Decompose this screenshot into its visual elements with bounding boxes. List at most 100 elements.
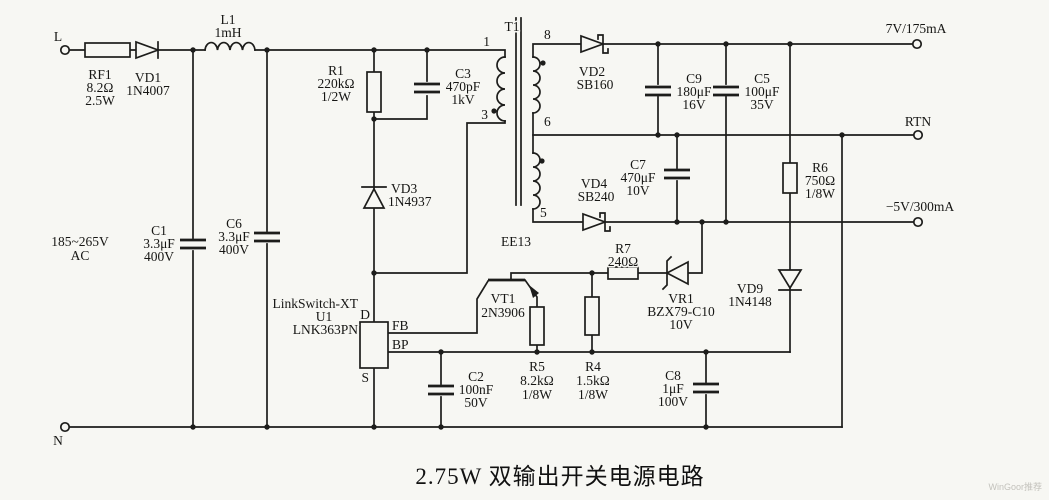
svg-text:2N3906: 2N3906 [481, 305, 525, 320]
svg-text:BP: BP [392, 337, 409, 352]
svg-text:1N4148: 1N4148 [728, 294, 772, 309]
inductor-l1: L1 1mH [204, 11, 256, 51]
svg-text:R6: R6 [812, 160, 828, 175]
diode-vd9-icon [777, 269, 803, 290]
svg-text:100V: 100V [658, 394, 688, 409]
terminal-label-l: L [54, 29, 62, 44]
svg-text:3: 3 [481, 107, 488, 122]
capacitor-c5-icon [713, 85, 739, 97]
zener-vr1-icon [665, 260, 689, 286]
capacitor-c8: C8 1μF 100V [657, 367, 719, 411]
core-label: EE13 [501, 234, 531, 249]
svg-text:16V: 16V [682, 97, 706, 112]
capacitor-c2-icon [428, 384, 454, 396]
capacitor-c2: C2 100nF 50V [428, 368, 495, 412]
terminal-neg5v: −5V/300mA [884, 198, 956, 228]
capacitor-c9: C9 180μF 16V [645, 70, 713, 114]
svg-text:LinkSwitch-XT: LinkSwitch-XT [273, 296, 359, 311]
svg-text:185~265V: 185~265V [51, 234, 109, 249]
svg-text:RTN: RTN [905, 114, 931, 129]
svg-text:VD4: VD4 [581, 176, 607, 191]
svg-text:400V: 400V [144, 249, 174, 264]
svg-text:1mH: 1mH [215, 25, 242, 40]
svg-text:BZX79-C10: BZX79-C10 [647, 304, 715, 319]
svg-text:AC: AC [71, 248, 90, 263]
capacitor-c7: C7 470μF 10V [619, 156, 690, 200]
svg-text:2.5W: 2.5W [85, 93, 115, 108]
terminal-circle-l [59, 44, 71, 56]
svg-text:1μF: 1μF [662, 381, 684, 396]
diode-vd1-icon [135, 40, 161, 60]
svg-text:8: 8 [544, 27, 551, 42]
svg-text:1kV: 1kV [451, 92, 475, 107]
inductor-l1-icon [204, 41, 256, 51]
primary-winding [496, 56, 506, 122]
terminal-circle-7v [911, 38, 923, 50]
capacitor-c3-icon [414, 82, 440, 94]
phase-dot-lower [539, 158, 545, 164]
resistor-r7: R7 240Ω [606, 240, 640, 280]
svg-text:R7: R7 [615, 241, 631, 256]
transistor-vt1: VT1 2N3906 [480, 278, 539, 322]
phase-dot-upper [540, 60, 546, 66]
svg-text:VT1: VT1 [491, 291, 516, 306]
capacitor-c6: C6 3.3μF 400V [217, 215, 280, 259]
svg-text:400V: 400V [219, 242, 249, 257]
diode-vd3: VD3 1N4937 [361, 180, 433, 211]
svg-text:1N4007: 1N4007 [126, 83, 170, 98]
watermark: WinGoor推荐 [988, 481, 1042, 492]
svg-text:240Ω: 240Ω [608, 254, 638, 269]
svg-text:8.2kΩ: 8.2kΩ [520, 373, 554, 388]
capacitor-c9-icon [645, 85, 671, 97]
capacitor-c1: C1 3.3μF 400V [142, 222, 206, 266]
diode-vd9: VD9 1N4148 [727, 269, 803, 311]
svg-text:−5V/300mA: −5V/300mA [886, 199, 955, 214]
transistor-arrow-icon [529, 285, 539, 298]
svg-text:1/8W: 1/8W [578, 387, 608, 402]
terminal-N: N [52, 421, 71, 450]
svg-text:1.5kΩ: 1.5kΩ [576, 373, 610, 388]
svg-text:1/2W: 1/2W [321, 89, 351, 104]
diode-vd2-icon [580, 34, 606, 54]
svg-text:3.3μF: 3.3μF [143, 236, 175, 251]
terminal-circle-neg5v [912, 216, 924, 228]
capacitor-c5: C5 100μF 35V [713, 70, 781, 114]
zener-vr1: VR1 BZX79-C10 10V [646, 255, 717, 334]
svg-text:FB: FB [392, 318, 409, 333]
terminal-L: L [52, 28, 71, 56]
terminal-label-n: N [53, 433, 63, 448]
secondary-winding-lower [532, 152, 541, 210]
svg-text:R4: R4 [585, 359, 601, 374]
svg-text:SB240: SB240 [578, 189, 615, 204]
svg-text:C3: C3 [455, 66, 471, 81]
diode-vd4: VD4 SB240 [576, 175, 616, 232]
svg-text:LNK363PN: LNK363PN [293, 322, 359, 337]
svg-text:R5: R5 [529, 359, 545, 374]
terminal-7v: 7V/175mA [884, 20, 948, 50]
svg-text:C1: C1 [151, 223, 167, 238]
svg-text:C2: C2 [468, 369, 484, 384]
svg-text:750Ω: 750Ω [805, 173, 835, 188]
svg-text:7V/175mA: 7V/175mA [886, 21, 947, 36]
svg-text:470pF: 470pF [446, 79, 481, 94]
diode-vd1: VD1 1N4007 [125, 40, 171, 100]
phase-dot-primary [491, 108, 497, 114]
diode-vd2: VD2 SB160 [575, 34, 615, 94]
ic-u1: LinkSwitch-XT U1 LNK363PN D FB BP S [271, 295, 410, 387]
resistor-r5: R5 8.2kΩ 1/8W [519, 306, 555, 404]
svg-text:10V: 10V [626, 183, 650, 198]
input-voltage-label: 185~265V AC [50, 233, 111, 265]
svg-text:470μF: 470μF [621, 170, 656, 185]
resistor-r1: R1 220kΩ 1/2W [316, 62, 382, 113]
diode-vd3-icon [362, 187, 386, 209]
capacitor-c3: C3 470pF 1kV [414, 65, 482, 109]
diode-vd4-icon [582, 212, 608, 232]
svg-text:C7: C7 [630, 157, 646, 172]
svg-text:3.3μF: 3.3μF [218, 229, 250, 244]
secondary-winding-upper [532, 56, 541, 114]
svg-text:6: 6 [544, 114, 551, 129]
svg-text:S: S [361, 370, 369, 385]
svg-text:R1: R1 [328, 63, 344, 78]
svg-text:1: 1 [483, 34, 490, 49]
